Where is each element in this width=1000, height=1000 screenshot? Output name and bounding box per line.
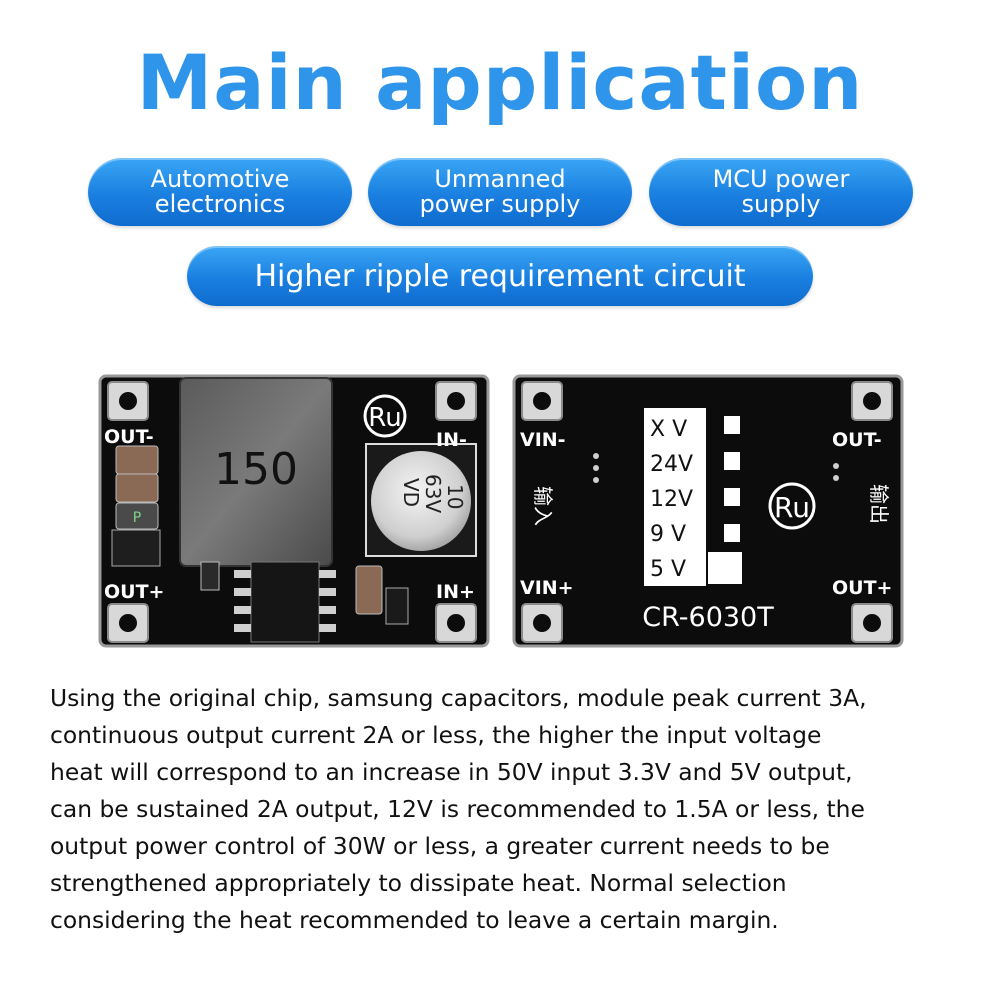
application-ripple-pill: Higher ripple requirement circuit (187, 246, 813, 306)
out-plus-label: OUT+ (104, 581, 164, 603)
voltage-option: 5 V (650, 557, 686, 582)
pill-line: supply (741, 190, 821, 218)
pill-line: MCU power (712, 165, 850, 193)
product-photo: 150 10 63V VD Ru OUT- IN- OUT+ IN+ P (98, 374, 904, 648)
voltage-option: 24V (650, 452, 693, 477)
capacitor-marking: 10 (443, 484, 467, 509)
in-plus-label: IN+ (436, 581, 475, 603)
back-board: VIN- OUT- VIN+ OUT+ 输入 输出 X V 24V 12V 9 … (512, 374, 904, 648)
inductor-marking: 150 (214, 444, 298, 495)
description-line: heat will correspond to an increase in 5… (50, 758, 853, 786)
fuse-marking: P (133, 510, 141, 526)
pill-line: power supply (419, 190, 581, 218)
description-line: strengthened appropriately to dissipate … (50, 869, 787, 897)
back-ru-logo: Ru (774, 491, 810, 524)
back-out-minus-label: OUT- (832, 429, 882, 451)
back-out-plus-label: OUT+ (832, 577, 892, 599)
ru-logo: Ru (368, 403, 401, 433)
description: Using the original chip, samsung capacit… (50, 680, 960, 939)
front-board: 150 10 63V VD Ru OUT- IN- OUT+ IN+ P (98, 374, 490, 648)
description-line: can be sustained 2A output, 12V is recom… (50, 795, 865, 823)
input-cn-label: 输入 (531, 486, 555, 526)
output-cn-label: 输出 (867, 484, 891, 524)
model-label: CR-6030T (642, 602, 774, 633)
voltage-option: 12V (650, 487, 693, 512)
capacitor-marking: VD (399, 478, 423, 507)
application-mcu-pill: MCU power supply (649, 158, 913, 226)
out-minus-label: OUT- (104, 426, 154, 448)
description-line: Using the original chip, samsung capacit… (50, 684, 867, 712)
voltage-option: X V (650, 417, 687, 442)
application-unmanned-pill: Unmanned power supply (368, 158, 632, 226)
voltage-option: 9 V (650, 522, 686, 547)
pill-line: Higher ripple requirement circuit (254, 258, 746, 294)
pill-line: Unmanned (434, 165, 566, 193)
pill-line: Automotive (150, 165, 290, 193)
description-line: considering the heat recommended to leav… (50, 906, 779, 934)
description-line: continuous output current 2A or less, th… (50, 721, 822, 749)
page-title: Main application (136, 38, 864, 127)
vin-plus-label: VIN+ (520, 577, 574, 599)
description-line: output power control of 30W or less, a g… (50, 832, 830, 860)
application-automotive-pill: Automotive electronics (88, 158, 352, 226)
vin-minus-label: VIN- (520, 429, 566, 451)
in-minus-label: IN- (436, 429, 467, 451)
capacitor-marking: 63V (421, 474, 445, 513)
pill-line: electronics (154, 190, 286, 218)
